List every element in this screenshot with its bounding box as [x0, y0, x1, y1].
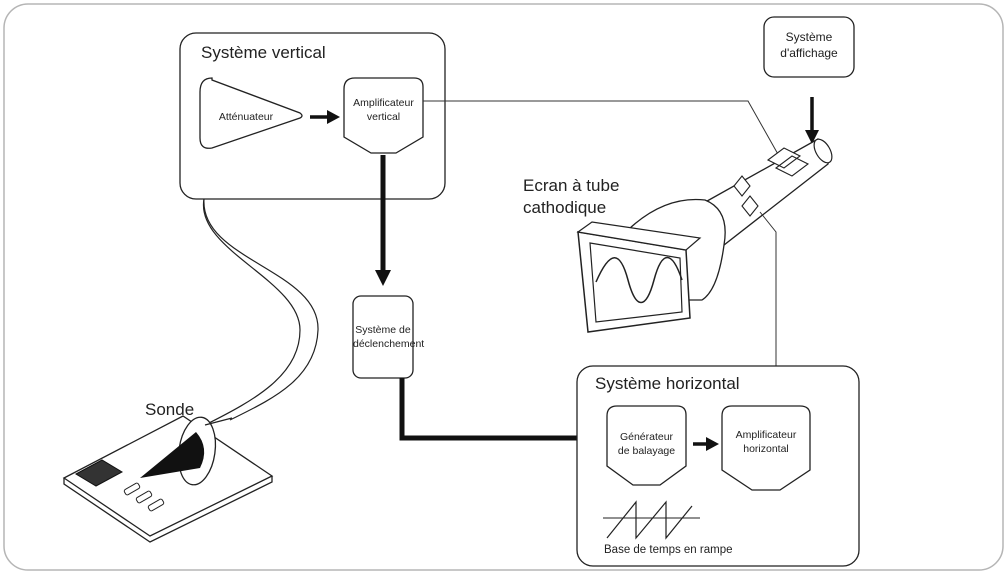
- crt-label-line1: Ecran à tube: [523, 176, 620, 195]
- resistor-1: [123, 482, 141, 496]
- display-system-label: Système d'affichage: [764, 29, 854, 61]
- crt-waveform: [595, 257, 683, 303]
- horizontal-amp-shape: [721, 405, 811, 491]
- arrowhead-attenuator-to-amp: [327, 110, 340, 124]
- attenuator-shape: [199, 77, 303, 149]
- display-system-label-line1: Système: [785, 30, 833, 44]
- crt-label: Ecran à tube cathodique: [523, 175, 619, 219]
- vertical-system-title: Système vertical: [201, 43, 326, 62]
- vertical-amp-shape: [343, 77, 424, 154]
- vertical-amp-label-line2: vertical: [366, 111, 401, 123]
- crt-end-cap: [813, 138, 833, 164]
- horizontal-system-title: Système horizontal: [595, 374, 740, 393]
- trigger-label-line1: Système de: [355, 324, 411, 336]
- trigger-label-line2: déclenchement: [353, 338, 425, 350]
- probe-label: Sonde: [145, 400, 195, 419]
- display-system-box: [763, 16, 855, 78]
- trigger-label: Système de déclenchement: [353, 323, 425, 351]
- probe-cable-2: [203, 198, 301, 426]
- ramp-sawtooth: [606, 500, 693, 540]
- probe-cable: [203, 198, 319, 421]
- crt-screen-inner: [589, 242, 683, 323]
- sweep-generator-label-line1: Générateur: [619, 431, 674, 443]
- sweep-generator-label-line2: de balayage: [617, 445, 676, 457]
- crt-label-line2: cathodique: [523, 198, 607, 217]
- trigger-to-sweep-line: [399, 378, 590, 441]
- ramp-label: Base de temps en rampe: [604, 544, 733, 556]
- chip: [74, 459, 124, 487]
- sweep-generator-shape: [606, 405, 687, 486]
- trigger-system-box: [352, 295, 414, 379]
- horizontal-amp-label-line1: Amplificateur: [735, 429, 797, 441]
- circuit-board-edge: [63, 476, 273, 543]
- arrowhead-display-to-crt: [805, 130, 819, 144]
- horizontal-amp-label: Amplificateur horizontal: [722, 428, 810, 456]
- probe-tip: [140, 432, 205, 478]
- horizontal-amp-label-line2: horizontal: [743, 443, 789, 455]
- resistor-3: [147, 498, 165, 512]
- arrowhead-amp-to-trigger: [375, 270, 391, 286]
- horizontal-plates-line: [759, 211, 777, 366]
- display-system-label-line2: d'affichage: [780, 46, 838, 60]
- arrowhead-sweep-to-hamp: [706, 437, 719, 451]
- probe-wire-a: [204, 417, 233, 426]
- crt-screen-side: [576, 221, 702, 251]
- resistor-2: [135, 490, 153, 504]
- vertical-plates: [766, 147, 810, 177]
- sweep-generator-label: Générateur de balayage: [607, 430, 686, 458]
- vertical-amp-label-line1: Amplificateur: [353, 97, 414, 109]
- attenuator-label: Atténuateur: [218, 111, 274, 123]
- vertical-amp-label: Amplificateur vertical: [344, 96, 423, 124]
- vertical-amp-to-plates-line: [423, 100, 780, 157]
- horizontal-plates: [733, 175, 759, 217]
